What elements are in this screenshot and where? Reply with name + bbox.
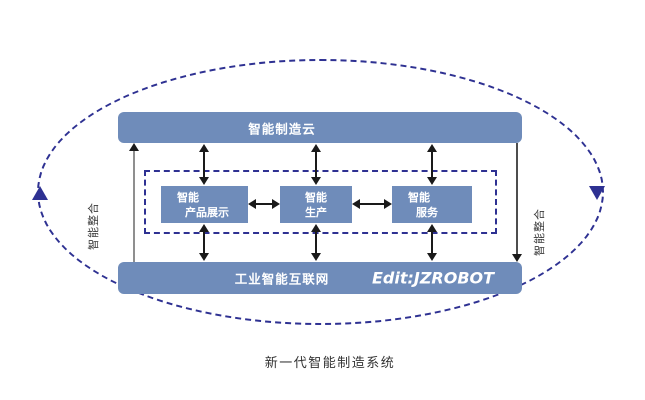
node-production: 智能 生产 <box>280 186 352 223</box>
node-product-display-line2: 产品展示 <box>185 206 229 219</box>
arrow-internet-to-cloud <box>129 143 139 262</box>
side-label-left: 智能整合 <box>87 202 100 250</box>
arrow-cloud-service <box>427 144 437 185</box>
cloud-bar: 智能制造云 <box>118 112 522 143</box>
arrow-production-service <box>352 199 392 209</box>
arrow-product-internet <box>199 224 209 261</box>
arrow-cloud-product <box>199 144 209 185</box>
cycle-down-arrow-icon <box>589 186 605 200</box>
edit-credit: Edit:JZROBOT <box>371 268 495 288</box>
arrow-cloud-production <box>311 144 321 185</box>
cloud-bar-label: 智能制造云 <box>248 121 316 136</box>
node-product-display: 智能 产品展示 <box>161 186 248 223</box>
diagram-caption: 新一代智能制造系统 <box>264 356 396 371</box>
arrow-production-internet <box>311 224 321 261</box>
cycle-up-arrow-icon <box>32 186 48 200</box>
inner-dashed-rect <box>144 170 497 234</box>
arrow-cloud-to-internet <box>512 143 522 262</box>
arrow-product-production <box>248 199 280 209</box>
node-service-line1: 智能 <box>408 191 430 204</box>
node-service-line2: 服务 <box>416 206 438 219</box>
internet-bar-label: 工业智能互联网 <box>234 271 330 287</box>
node-service: 智能 服务 <box>392 186 472 223</box>
node-production-line2: 生产 <box>305 206 327 219</box>
node-product-display-line1: 智能 <box>177 191 199 204</box>
node-production-line1: 智能 <box>305 191 327 204</box>
internet-bar: 工业智能互联网 Edit:JZROBOT <box>118 262 522 294</box>
side-label-right: 智能整合 <box>533 208 546 256</box>
arrow-service-internet <box>427 224 437 261</box>
